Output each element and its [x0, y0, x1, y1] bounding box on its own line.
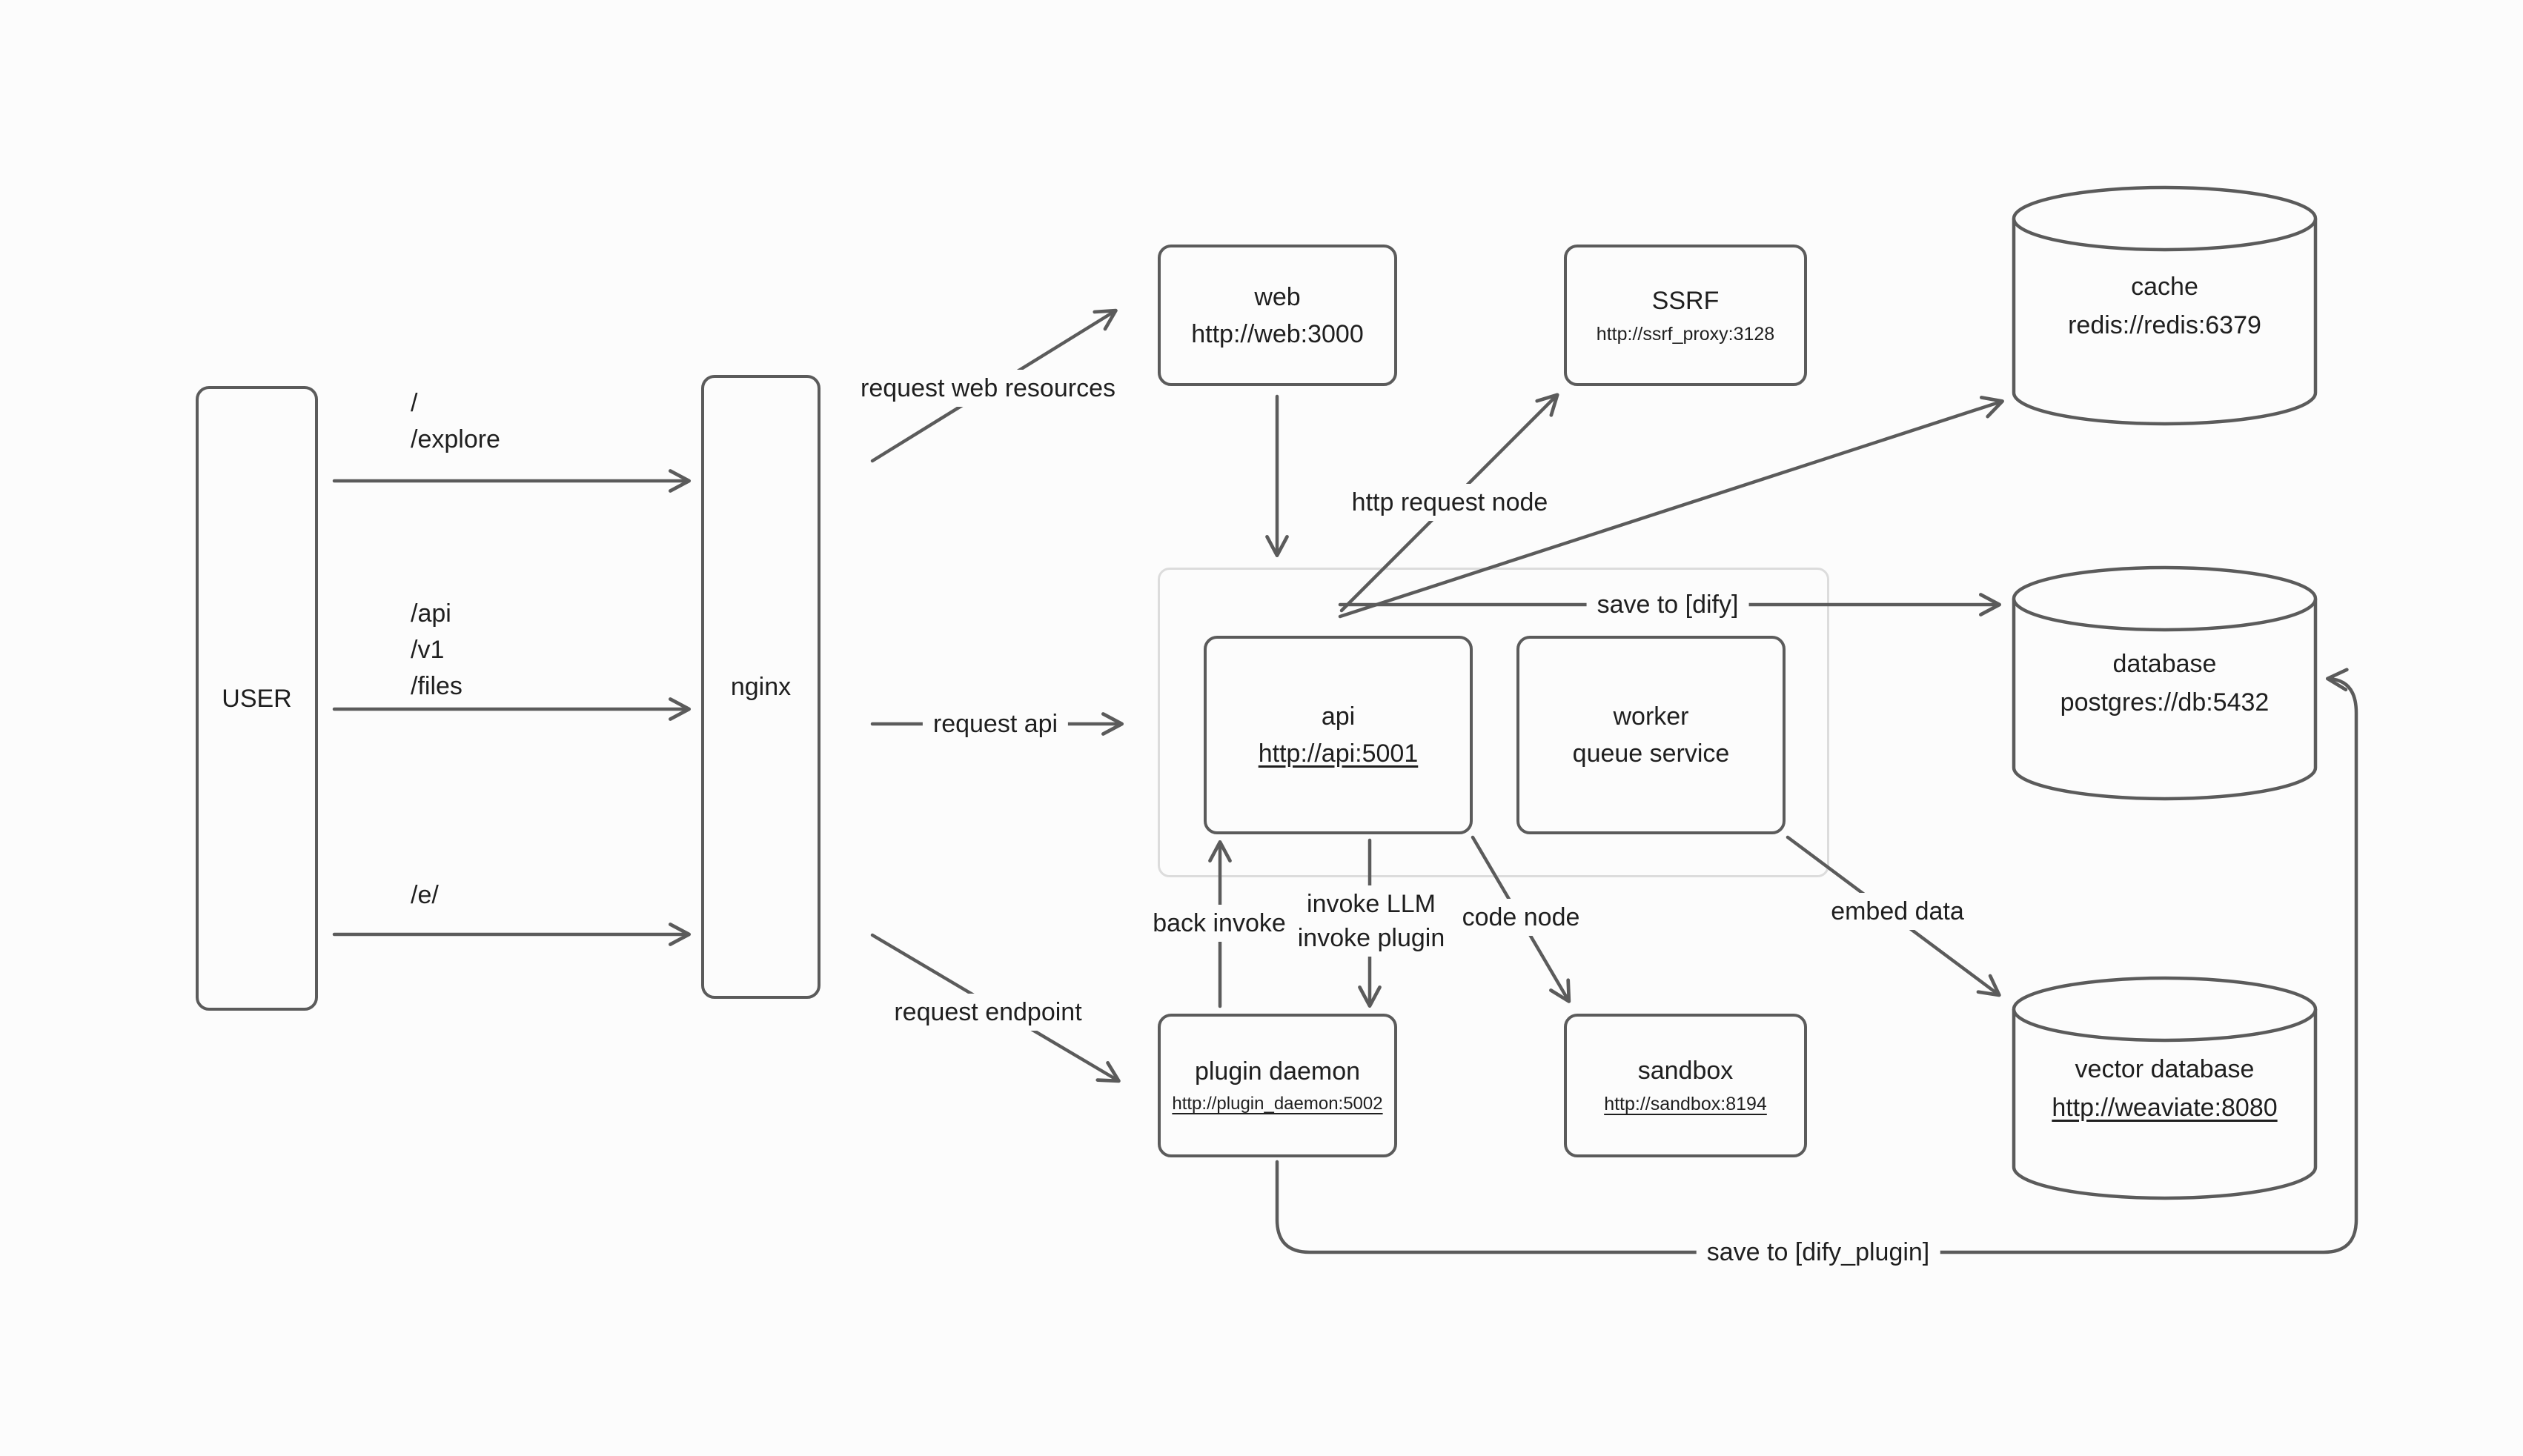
node-user: USER — [196, 386, 318, 1011]
edge-label-request-api: request api — [922, 705, 1069, 742]
edge-label-save-to-dify-plugin: save to [dify_plugin] — [1696, 1234, 1940, 1271]
vector-database-cylinder — [2012, 976, 2318, 1200]
edge-label-request-web-resources: request web resources — [850, 370, 1126, 407]
node-cache-subtitle: redis://redis:6379 — [2068, 310, 2261, 339]
edge-label-invoke-plugin: invoke plugin — [1297, 924, 1445, 952]
node-worker-title: worker — [1613, 702, 1689, 731]
edge-label-back-invoke: back invoke — [1142, 905, 1296, 942]
edge-plugin-daemon-database — [1275, 668, 2358, 1254]
node-nginx-label: nginx — [730, 673, 792, 701]
node-nginx: nginx — [701, 375, 820, 999]
node-ssrf-subtitle: http://ssrf_proxy:3128 — [1596, 323, 1775, 345]
node-ssrf: SSRF http://ssrf_proxy:3128 — [1564, 245, 1807, 386]
node-vector-database: vector database http://weaviate:8080 — [2014, 978, 2315, 1198]
node-sandbox: sandbox http://sandbox:8194 — [1564, 1014, 1807, 1157]
node-api-subtitle: http://api:5001 — [1258, 739, 1419, 768]
route-label-extension: /e/ — [411, 877, 439, 914]
edge-label-code-node: code node — [1451, 899, 1591, 936]
vector-database-cylinder-body — [2012, 1009, 2318, 1200]
node-api: api http://api:5001 — [1204, 636, 1473, 834]
node-ssrf-title: SSRF — [1651, 286, 1720, 315]
node-web: web http://web:3000 — [1158, 245, 1397, 386]
node-worker: worker queue service — [1516, 636, 1786, 834]
vector-database-cylinder-top — [2012, 976, 2318, 1043]
route-label-api: /api /v1 /files — [411, 596, 463, 705]
node-sandbox-title: sandbox — [1637, 1057, 1734, 1085]
node-web-title: web — [1254, 282, 1301, 311]
edge-api-cache — [1338, 396, 2004, 619]
node-vector-database-subtitle: http://weaviate:8080 — [2052, 1093, 2278, 1122]
database-cylinder — [2012, 565, 2318, 801]
route-line: /files — [411, 672, 463, 700]
node-database-title: database — [2112, 650, 2217, 678]
node-database-subtitle: postgres://db:5432 — [2060, 688, 2270, 717]
node-plugin-daemon: plugin daemon http://plugin_daemon:5002 — [1158, 1014, 1397, 1157]
node-api-title: api — [1321, 702, 1356, 731]
node-plugin-daemon-subtitle: http://plugin_daemon:5002 — [1172, 1094, 1383, 1114]
edge-label-request-endpoint: request endpoint — [883, 994, 1093, 1031]
route-line: /v1 — [411, 636, 445, 664]
edge-label-save-to-dify: save to [dify] — [1586, 586, 1749, 623]
database-cylinder-top — [2012, 565, 2318, 632]
edge-label-invoke: invoke LLM invoke plugin — [1287, 885, 1456, 957]
edge-label-invoke-llm: invoke LLM — [1307, 890, 1436, 918]
edge-label-embed-data: embed data — [1820, 893, 1975, 930]
cache-cylinder-body — [2012, 219, 2318, 426]
edge-label-http-request-node: http request node — [1341, 484, 1559, 521]
cache-cylinder-top — [2012, 185, 2318, 252]
route-line: /e/ — [411, 881, 439, 909]
node-cache-title: cache — [2131, 272, 2198, 301]
route-line: /api — [411, 599, 451, 628]
node-vector-database-title: vector database — [2075, 1054, 2255, 1083]
node-cache: cache redis://redis:6379 — [2014, 187, 2315, 424]
node-worker-subtitle: queue service — [1572, 739, 1730, 768]
node-web-subtitle: http://web:3000 — [1191, 319, 1364, 348]
route-label-root: / /explore — [411, 385, 500, 458]
route-line: / — [411, 389, 418, 417]
node-sandbox-subtitle: http://sandbox:8194 — [1604, 1094, 1767, 1114]
node-plugin-daemon-title: plugin daemon — [1194, 1057, 1361, 1086]
node-database: database postgres://db:5432 — [2014, 568, 2315, 799]
api-worker-group-box — [1158, 568, 1829, 877]
node-user-label: USER — [222, 684, 292, 713]
route-line: /explore — [411, 425, 500, 453]
database-cylinder-body — [2012, 599, 2318, 801]
cache-cylinder — [2012, 185, 2318, 426]
